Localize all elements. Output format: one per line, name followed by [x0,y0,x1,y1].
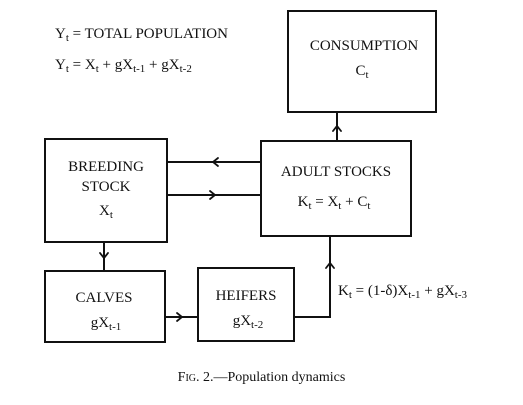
consumption-symbol: Ct [355,63,369,81]
figure-caption: Fig. 2.—Population dynamics [0,371,523,385]
calves-label: CALVES [75,290,133,306]
total-population-definition: Yt = TOTAL POPULATION [55,26,228,44]
adult-stocks-formula: Kt = Xt + Ct [297,194,371,212]
adult-stocks-update-equation: Kt = (1-δ)Xt-1 + gXt-3 [338,283,468,301]
arrowhead-to-breeding [211,157,219,167]
consumption-label: CONSUMPTION [309,38,419,54]
figure-number: Fig. 2. [177,370,214,385]
consumption-box [287,10,437,113]
breeding-stock-symbol: Xt [99,203,113,221]
arrowhead-to-calves [99,252,109,260]
total-population-formula: Yt = Xt + gXt-1 + gXt-2 [55,57,192,75]
heifers-box [197,267,295,342]
heifers-label: HEIFERS [215,288,277,304]
arrowhead-to-heifers [176,312,184,322]
adult-stocks-label: ADULT STOCKS [280,164,392,180]
heifers-symbol: gXt-2 [232,313,264,331]
calves-symbol: gXt-1 [90,315,122,333]
breeding-stock-label-line2: STOCK [81,179,131,195]
breeding-stock-box [44,138,168,243]
arrowhead-heifers-to-adult [325,261,335,269]
figure-title: —Population dynamics [213,370,346,385]
arrowhead-to-consumption [332,124,342,132]
adult-stocks-box [260,140,412,237]
breeding-stock-label-line1: BREEDING [68,159,144,175]
heifers-to-adult-line [295,237,331,318]
calves-box [44,270,166,343]
arrowhead-to-adult [209,190,217,200]
